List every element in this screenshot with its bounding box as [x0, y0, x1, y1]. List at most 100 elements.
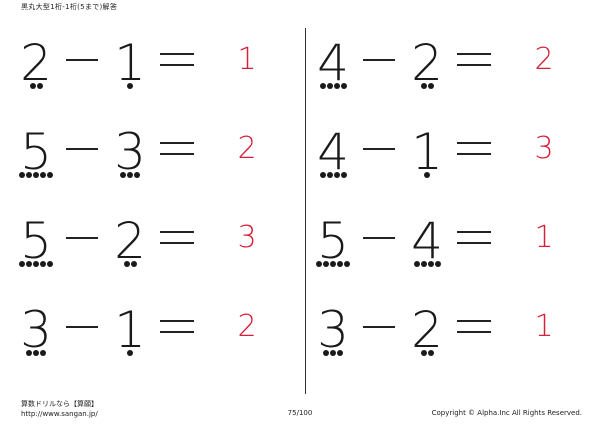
answer: 2: [534, 42, 554, 77]
count-dot: [134, 172, 140, 178]
count-dot: [424, 172, 430, 178]
minuend: 5: [315, 216, 351, 276]
count-dot: [40, 350, 46, 356]
answer: 3: [237, 220, 257, 255]
equals-sign: [457, 142, 491, 156]
count-dot: [340, 83, 347, 89]
count-dot: [326, 172, 333, 178]
counting-dots: [127, 350, 133, 356]
answer: 1: [237, 42, 257, 77]
count-dot: [130, 261, 137, 267]
subtrahend-digit: 3: [114, 123, 146, 181]
subtrahend-digit: 1: [114, 34, 146, 92]
equals-sign: [457, 53, 491, 67]
count-dot: [333, 172, 340, 178]
counting-dots: [19, 261, 53, 267]
counting-dots: [420, 83, 434, 89]
counting-dots: [420, 350, 434, 356]
equals-sign: [457, 231, 491, 245]
page-number: 75/100: [287, 409, 313, 417]
count-dot: [316, 261, 322, 267]
subtrahend: 2: [112, 216, 148, 276]
minus-sign: [363, 148, 395, 151]
subtrahend: 2: [409, 305, 445, 365]
subtrahend: 4: [409, 216, 445, 276]
equals-sign: [160, 142, 194, 156]
count-dot: [33, 172, 39, 178]
count-dot: [127, 172, 133, 178]
equals-sign: [160, 53, 194, 67]
counting-dots: [319, 83, 347, 89]
count-dot: [340, 172, 347, 178]
count-dot: [26, 261, 32, 267]
count-dot: [319, 172, 326, 178]
counting-dots: [120, 172, 140, 178]
subtrahend-digit: 1: [411, 123, 443, 181]
count-dot: [427, 261, 434, 267]
minuend: 3: [18, 305, 54, 365]
minuend-digit: 5: [317, 212, 349, 270]
minus-sign: [66, 326, 98, 329]
equals-sign: [160, 231, 194, 245]
count-dot: [344, 261, 350, 267]
subtrahend-digit: 4: [411, 212, 443, 270]
counting-dots: [123, 261, 137, 267]
equals-sign: [457, 320, 491, 334]
minuend-digit: 3: [20, 301, 52, 359]
minuend: 3: [315, 305, 351, 365]
minuend-digit: 2: [20, 34, 52, 92]
answer: 1: [534, 309, 554, 344]
count-dot: [47, 261, 53, 267]
count-dot: [33, 261, 39, 267]
site-url[interactable]: http://www.sangan.jp/: [21, 410, 98, 418]
count-dot: [337, 350, 343, 356]
minuend: 4: [315, 127, 351, 187]
count-dot: [36, 83, 43, 89]
minus-sign: [363, 59, 395, 62]
count-dot: [29, 83, 36, 89]
count-dot: [127, 350, 133, 356]
site-name: 算数ドリルなら【算願】: [21, 400, 98, 408]
count-dot: [319, 83, 326, 89]
counting-dots: [413, 261, 441, 267]
subtrahend: 1: [112, 305, 148, 365]
answer: 2: [237, 131, 257, 166]
minuend-digit: 4: [317, 123, 349, 181]
counting-dots: [323, 350, 343, 356]
subtrahend-digit: 2: [411, 301, 443, 359]
count-dot: [40, 172, 46, 178]
count-dot: [123, 261, 130, 267]
subtrahend: 2: [409, 38, 445, 98]
subtrahend-digit: 2: [114, 212, 146, 270]
answer: 2: [237, 309, 257, 344]
count-dot: [420, 350, 427, 356]
column-divider: [305, 28, 307, 394]
worksheet-title: 黒丸大型1桁-1桁(5まで)解答: [21, 3, 118, 11]
count-dot: [19, 172, 25, 178]
minuend-digit: 5: [20, 212, 52, 270]
counting-dots: [319, 172, 347, 178]
minuend-digit: 3: [317, 301, 349, 359]
minus-sign: [66, 237, 98, 240]
minus-sign: [363, 326, 395, 329]
subtrahend-digit: 1: [114, 301, 146, 359]
minus-sign: [66, 148, 98, 151]
count-dot: [33, 350, 39, 356]
count-dot: [323, 350, 329, 356]
count-dot: [127, 83, 133, 89]
answer: 3: [534, 131, 554, 166]
minus-sign: [66, 59, 98, 62]
count-dot: [427, 83, 434, 89]
counting-dots: [424, 172, 430, 178]
counting-dots: [29, 83, 43, 89]
count-dot: [26, 172, 32, 178]
copyright-notice: Copyright © Alpha.Inc All Rights Reserve…: [431, 409, 582, 417]
